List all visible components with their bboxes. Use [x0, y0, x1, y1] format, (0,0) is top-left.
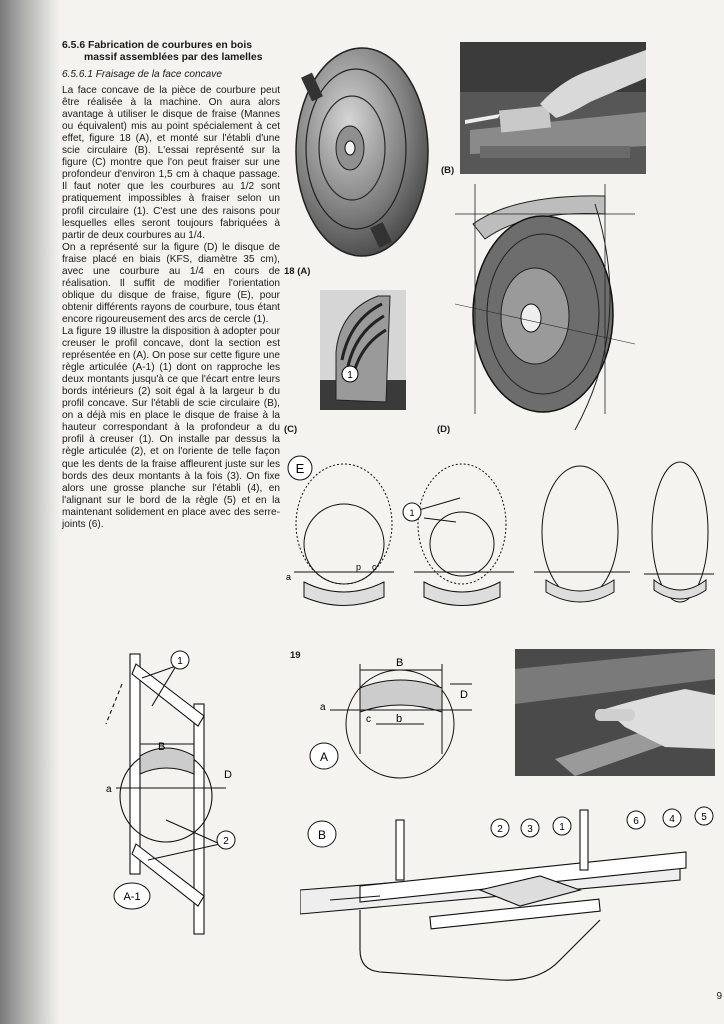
fig19-b-table-setup: B 2 3 1 6 4 5 [300, 806, 714, 981]
caption-fig-d: (D) [437, 424, 451, 435]
b-callout-2: 2 [497, 824, 503, 835]
a-dim-c: c [366, 714, 371, 725]
fig-e-label: E [296, 461, 305, 476]
a-dim-a: a [320, 702, 326, 713]
a1-dim-d: D [224, 769, 232, 781]
fig19-a1-articulated-rule: 1 2 B D a A-1 [105, 650, 236, 935]
paragraph-3: La figure 19 illustre la disposition à a… [62, 325, 280, 530]
a-dim-b-lower: b [396, 713, 402, 725]
b-callout-1: 1 [559, 822, 565, 833]
fig-c-photo: 1 [320, 290, 406, 410]
fig18a-milling-disc [295, 47, 429, 257]
caption-fig-c: (C) [284, 424, 298, 435]
caption-fig-b: (B) [441, 165, 455, 176]
a1-label: A-1 [123, 891, 140, 903]
fig-e-dim-p: p [356, 562, 361, 572]
fig-d-tilted-disc [455, 184, 635, 430]
subsection-number: 6.5.6.1 [62, 69, 93, 80]
b-callout-5: 5 [701, 812, 707, 823]
a1-callout-1: 1 [177, 656, 183, 667]
fig19-a-section: B b D a c A [309, 657, 472, 779]
caption-fig18a: 18 (A) [284, 266, 311, 277]
fig19-photo [515, 649, 715, 776]
b-callout-6: 6 [633, 816, 639, 827]
binding-shadow [0, 0, 60, 1024]
section-heading: 6.5.6 Fabrication de courbures en bois m… [62, 40, 280, 64]
section-number: 6.5.6 [62, 40, 86, 51]
subsection-heading: 6.5.6.1 Fraisage de la face concave [62, 69, 280, 81]
a1-callout-2: 2 [223, 836, 229, 847]
fig-e-dim-c: c [372, 562, 377, 572]
fig-e-dim-a: a [286, 572, 291, 582]
b-callout-4: 4 [669, 814, 675, 825]
caption-fig19: 19 [290, 650, 301, 661]
b-callout-3: 3 [527, 824, 533, 835]
paragraph-2: On a représenté sur la figure (D) le dis… [62, 241, 280, 325]
section-title-line1: Fabrication de courbures en bois [88, 40, 252, 51]
fig-e-curvature-diagrams: E 1 a p c [286, 455, 714, 606]
a1-dim-a: a [106, 784, 112, 795]
subsection-title: Fraisage de la face concave [95, 69, 222, 80]
section-title-line2: massif assemblées par des lamelles [84, 52, 263, 63]
paragraph-1: La face concave de la pièce de courbure … [62, 85, 280, 241]
a-dim-d: D [460, 689, 468, 701]
a-label: A [320, 750, 328, 764]
a1-dim-b: B [158, 741, 165, 753]
a-dim-b-upper: B [396, 657, 403, 669]
fig-e-callout-1: 1 [409, 508, 414, 518]
page-number: 9 [716, 991, 722, 1002]
text-column: 6.5.6 Fabrication de courbures en bois m… [62, 40, 280, 531]
b-label: B [318, 828, 326, 842]
fig-c-label-1: 1 [347, 370, 353, 381]
fig-b-photo [460, 42, 646, 174]
